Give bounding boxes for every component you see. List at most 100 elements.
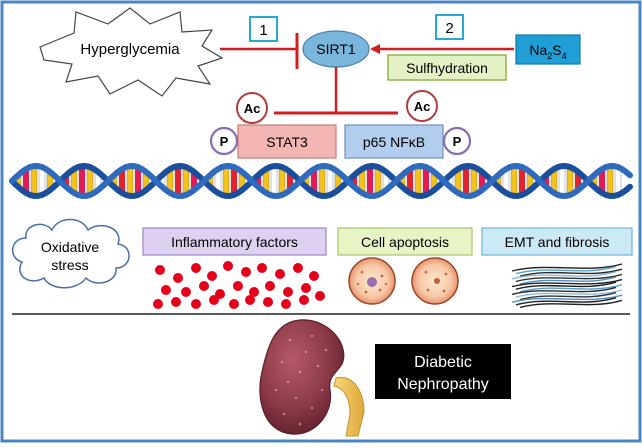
dna-base-pair [462,165,470,197]
kidney-speck [281,361,283,363]
inflammatory-dots [153,261,325,309]
apoptosis-label: Cell apoptosis [361,234,449,250]
stat3-box [237,124,337,159]
hyperglycemia-burst [39,7,224,97]
kidney-speck [317,365,319,367]
dna-base-pair [558,165,566,197]
kidney-speck [311,335,313,337]
ac-badge-stat3 [236,92,268,124]
oxidative-stress-line1: Oxidative [41,239,100,255]
dna-base-pair [222,165,230,197]
kidney-speck [321,389,323,391]
fibrosis-fiber [519,299,623,309]
inflammatory-dot [199,281,209,291]
kidney-speck [289,339,291,341]
fibrosis-fiber [519,268,623,277]
emt-label: EMT and fibrosis [505,234,610,250]
kidney-speck [299,371,301,373]
kidney-speck [305,351,307,353]
p-label-stat3: P [220,134,229,149]
oxidative-stress-line2: stress [51,257,88,273]
inflammatory-dot [173,273,183,283]
inflammatory-dot [207,271,217,281]
inflammatory-dot [233,281,243,291]
ac-label-p65: Ac [414,99,431,114]
inflammatory-dot [181,287,191,297]
dna-helix [9,162,633,200]
p-label-p65: P [453,134,462,149]
step-2-label: 2 [445,20,453,37]
step-1-label: 1 [259,22,267,39]
inflammatory-dot [191,263,201,273]
p-badge-p65 [442,126,472,156]
apoptosis-box [337,227,473,256]
fibrosis-fiber [511,286,617,296]
outcome-line1: Diabetic [414,354,472,371]
oxidative-stress-cloud [12,218,130,289]
inflammatory-dot [293,263,303,273]
donor-box [515,34,581,65]
kidney-speck [299,423,301,425]
kidney-speck [295,397,297,399]
inflammatory-dot [223,261,233,271]
sulfhydration-box [387,54,507,81]
fibrosis-fiber [511,278,623,288]
inflammatory-dot [155,265,165,275]
inflammatory-dot [283,287,293,297]
inflammatory-dot [153,299,163,309]
fibrosis-fiber [511,263,623,272]
inflammatory-dot [161,285,171,295]
inflammatory-dot [265,281,275,291]
inflammatory-dot [275,269,285,279]
inflammatory-dot [191,299,201,309]
apoptotic-cell-1 [348,257,396,305]
step-1-box [249,16,278,42]
hyperglycemia-label: Hyperglycemia [80,41,180,58]
ac-badge-p65 [406,90,438,122]
kidney-illustration [259,319,365,437]
fibrosis-fiber [519,284,623,293]
ac-label-stat3: Ac [244,101,261,116]
outcome-box [375,344,511,399]
kidney-speck [311,407,313,409]
p65-label: p65 NFκB [363,134,425,150]
fibrosis-fiber [515,273,623,283]
p-badge-stat3 [209,126,239,156]
inflammatory-dot [249,287,259,297]
inflammatory-dot [229,299,239,309]
inflammatory-dot [171,297,181,307]
inflammatory-dot [281,299,291,309]
fibrosis-fiber [519,291,617,301]
step-2-box [435,14,464,40]
dna-base-pair [510,165,518,197]
kidney-speck [325,349,327,351]
dna-base-pair [270,165,278,197]
inflammatory-label: Inflammatory factors [171,234,298,250]
inflammatory-dot [257,263,267,273]
sulfhydration-label: Sulfhydration [406,60,488,76]
inflammatory-dot [209,295,219,305]
fibrosis-fibers [511,263,623,309]
dna-base-pair [366,165,374,197]
fibrosis-fiber [511,294,623,303]
dna-base-pair [174,165,182,197]
dna-strand [9,162,633,200]
dna-strand [9,162,633,200]
outcome-line2: Nephropathy [397,376,489,393]
kidney-speck [283,413,285,415]
inflammatory-dot [309,271,319,281]
fibrosis-fiber [519,276,617,285]
p65-box [344,124,444,159]
fibrosis-fiber [511,271,617,280]
sirt1-label: SIRT1 [316,41,356,57]
fibrosis-fiber [515,289,623,298]
inflammatory-dot [315,291,325,301]
fibrosis-fiber [515,265,617,275]
inflammatory-dot [301,283,311,293]
fibrosis-fiber [515,281,617,290]
inflammatory-box [142,227,327,256]
dna-base-pair [30,165,38,197]
dna-base-pair [78,165,86,197]
